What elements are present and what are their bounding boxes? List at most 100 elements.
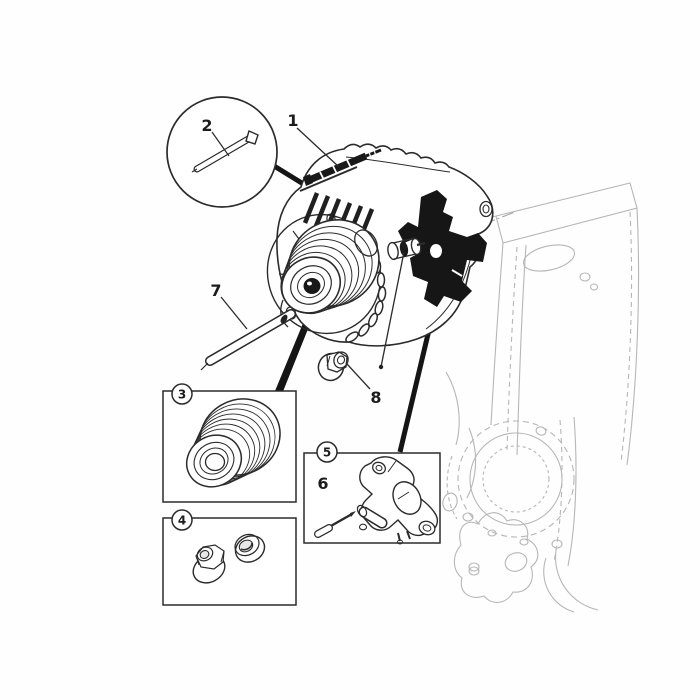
detail-box-3-pulley [162,390,297,503]
installed-pivot-bolt [299,148,382,192]
block-front-rib [516,244,527,456]
bracket-top-boss-hole [375,464,383,472]
callout-label-8: 8 [370,388,381,407]
callout-label-6: 6 [317,474,328,493]
spacer-face [234,533,260,557]
block-rib-right-of-bore [567,416,577,567]
bracket-peg-foot [397,539,403,545]
pulley3-bore [204,452,226,472]
box-4-frame [162,517,297,606]
nut-top-face [333,351,349,369]
bolt-hatch [319,171,325,181]
rear-ear-hole [479,200,493,218]
stud-collar-ring [280,314,288,324]
vent-oval [345,331,359,343]
nut4-facet [195,555,200,566]
block-right-wall-inner [620,211,633,463]
crank-arc [554,549,599,611]
nut4-boss [196,546,214,562]
nut-facet-line [326,355,331,367]
callout-label-3: 3 [178,388,186,402]
bracket-top-boss [372,461,386,475]
thread-tick [368,151,372,159]
leader-8-to-shaft [380,251,405,368]
shaft-bottom-line [393,253,417,260]
crank-arc [543,557,575,613]
bolt-rod [305,152,368,185]
bearing-collar [354,229,378,257]
spacer-bore-shadow [240,542,253,551]
block-top-deck [495,182,638,244]
nut4-hole [199,549,210,560]
part-7-mounting-stud [200,309,296,371]
deck-small-hole [579,272,591,282]
vent-oval [376,272,386,288]
shaft-top-line [392,237,416,244]
lobe-center-opening [504,552,528,572]
detail-box-4-nut-spacer [162,517,297,606]
plate-detail-line [387,460,397,473]
callout-label-5: 5 [323,446,331,460]
callout-label-1: 1 [287,111,298,130]
bolt-hole [468,562,480,572]
bolt-hole [551,539,563,549]
leader-1 [296,127,340,168]
bolt-hatch [332,165,338,175]
rear-mounting-bracket-black [398,190,487,307]
bolt2-tip-line [191,168,198,173]
pulley3-face-ring [193,441,235,481]
vent-slot [302,192,320,224]
bracket-bottom-boss-hole [422,524,432,532]
alternator-assembly [266,143,494,347]
circled-callout-5: 5 [316,441,338,463]
nut4-facet [220,550,225,563]
leader-2 [211,131,230,157]
adjuster-end-cap [356,504,368,518]
alternator-pulley [280,219,380,315]
bolt2-head [245,130,259,145]
bracket-pivot-hole [430,244,442,258]
adjuster-foot [358,523,368,531]
callout-label-7: 7 [210,281,221,300]
bracket-highlight [451,269,463,277]
circled-callout-3: 3 [171,383,193,405]
stud-body [206,310,295,365]
seal-bore-mid [469,432,563,526]
pulley3-face [185,434,243,488]
bolt2-body [194,135,253,172]
lobe-hole [468,566,480,576]
bracket-bottom-boss [418,520,436,536]
nut-thread-hole [336,355,346,365]
lobe-hole [487,529,497,537]
bolt-thread-tip [365,148,382,158]
deck-oval-opening [522,244,576,272]
pin-tip [350,511,356,517]
pump-housing-arc [445,371,460,446]
mounting-pad-line [299,166,358,192]
bolt-hole [462,512,474,522]
lobe-hole [519,538,529,546]
bracket-peg [406,530,411,540]
thread-tick [373,149,377,157]
shaft-dark-ring [399,241,409,257]
pulley-face-ring [290,265,332,305]
block-front-rib [506,246,518,451]
callout-label-2: 2 [201,116,212,135]
stud-thread-tail [200,362,209,371]
vent-oval [358,323,370,337]
pulley-hub-dark [303,278,321,294]
detail-box-5-bracket [303,452,441,545]
callout-circle-5 [316,441,338,463]
bracket-big-oval-boss [392,481,422,515]
callout-circle-4 [171,509,193,531]
pump-housing-arc [446,455,458,520]
vent-oval [367,312,379,328]
lower-flange-lobe [453,512,539,603]
bolt-hatch [346,159,352,169]
seal-bore-outer [457,420,575,538]
detail-balloon-bolt-2 [166,96,278,208]
pulley3-face-ring-inner [199,447,229,475]
callout-label-4: 4 [178,514,186,528]
